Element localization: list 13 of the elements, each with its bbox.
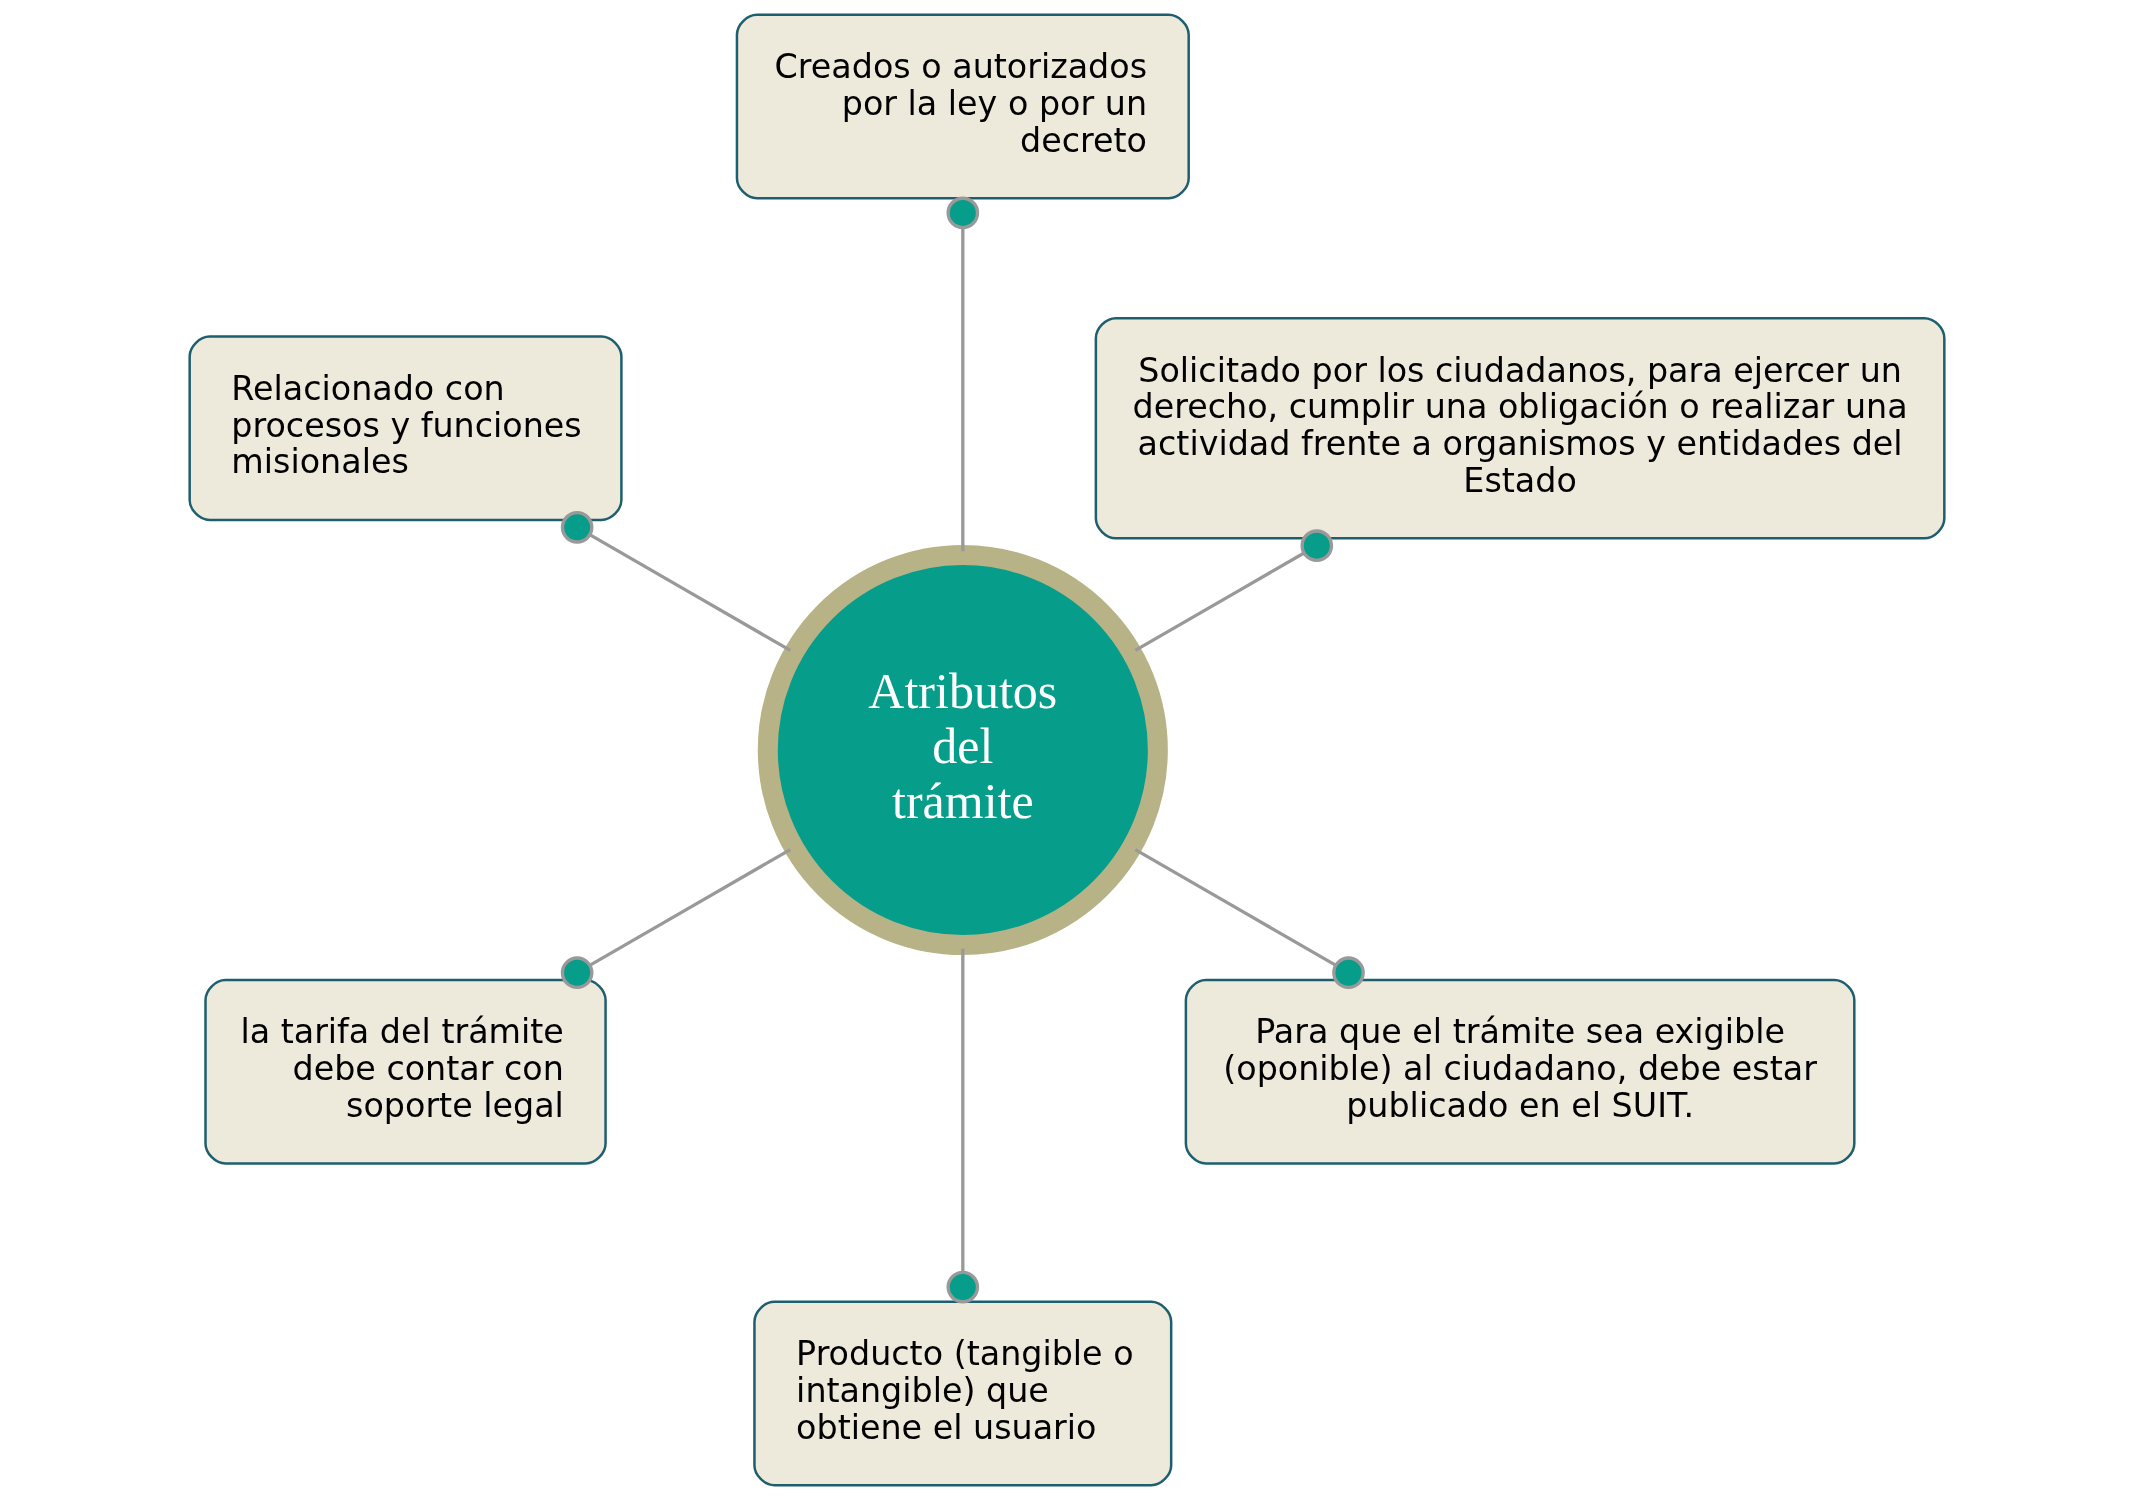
node-box: Para que el trámite sea exigible (oponible) al ciudadano, debe estar publicado en el SUIT.: [1184, 978, 1856, 1165]
connector: [1134, 848, 1365, 989]
node-box: Solicitado por los ciudadanos, para ejercer un derecho, cumplir una obligación o realizar una actividad frente a organismos y entidades del Estado: [1094, 317, 1946, 540]
connector: [946, 196, 979, 552]
node-box: Producto (tangible o intangible) que obtiene el usuario: [752, 1300, 1172, 1487]
node-box: Creados o autorizados por la ley o por un decreto: [735, 13, 1190, 200]
connector: [946, 948, 979, 1304]
node-box: Relacionado con procesos y funciones misionales: [187, 335, 623, 522]
connector: [1134, 529, 1333, 652]
node-circle: Atributos del trámite: [757, 544, 1168, 956]
connector: [560, 848, 791, 989]
connector: [560, 511, 791, 652]
node-box: la tarifa del trámite debe contar con soporte legal: [203, 978, 607, 1165]
